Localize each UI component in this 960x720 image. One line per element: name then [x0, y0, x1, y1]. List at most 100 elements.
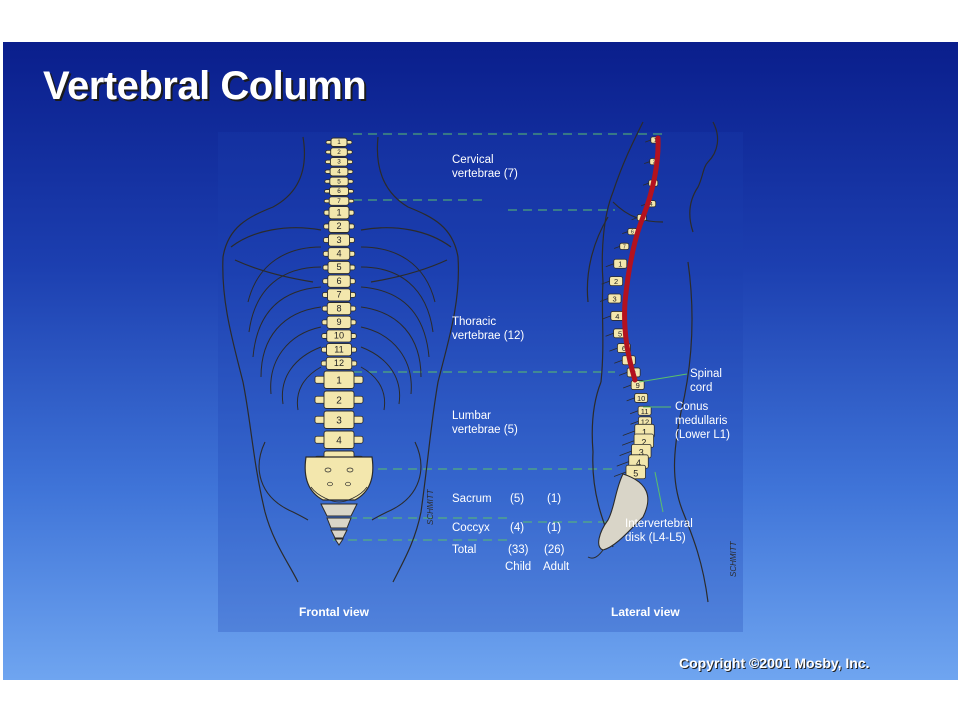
frontal-vertebra-number: 1 — [336, 376, 342, 387]
frontal-vertebra-number: 5 — [337, 178, 341, 185]
sacrum-lateral — [587, 473, 649, 559]
frontal-vertebra-number: 10 — [334, 331, 344, 341]
frontal-vertebra-number: 2 — [336, 221, 341, 231]
disk-line2: disk (L4-L5) — [625, 532, 686, 544]
total-row: Total — [452, 543, 476, 557]
frontal-vertebra-number: 4 — [337, 169, 341, 176]
frontal-vertebra-number: 1 — [337, 139, 341, 146]
sacrum-child-count: (5) — [510, 493, 525, 505]
lumbar-count: (5) — [503, 424, 518, 436]
lateral-vertebra-number: 4 — [636, 458, 641, 468]
lateral-vertebra-number: 10 — [637, 394, 645, 403]
spinal-cord-label: Spinal cord — [690, 367, 722, 395]
frontal-lumbar-vertebra-2: 2 — [314, 390, 364, 409]
lateral-vertebra-number: 2 — [641, 437, 646, 447]
lateral-cervical-vertebra-7: 7 — [614, 242, 630, 250]
cervical-count: (7) — [503, 168, 518, 180]
lateral-vertebra-number: 7 — [623, 244, 626, 250]
lateral-vertebra-number: 3 — [639, 448, 644, 458]
frontal-torso-outline — [222, 136, 460, 583]
total-child-count: (33) — [508, 544, 529, 556]
frontal-vertebra-number: 7 — [336, 290, 341, 300]
coccyx-adult-count: (1) — [547, 522, 562, 534]
frontal-vertebra-number: 3 — [337, 159, 341, 166]
frontal-lumbar-vertebra-1: 1 — [314, 370, 364, 389]
conus-medullaris-label: Conus medullaris (Lower L1) — [675, 400, 730, 442]
frontal-vertebra-number: 3 — [336, 416, 342, 427]
frontal-pelvis-outline — [258, 441, 422, 521]
lateral-vertebra-number: 3 — [612, 295, 616, 304]
lateral-vertebra-number: 1 — [654, 138, 657, 144]
lateral-vertebra-number: 6 — [622, 344, 626, 353]
lateral-thoracic-vertebra-3: 3 — [599, 293, 622, 304]
frontal-thoracic-vertebra-12: 12 — [320, 356, 358, 370]
frontal-cervical-vertebra-4: 4 — [324, 166, 354, 177]
spinal-cord-line1: Spinal — [690, 368, 722, 380]
lateral-vertebra-number: 5 — [618, 329, 622, 338]
frontal-thoracic-vertebra-10: 10 — [321, 329, 357, 343]
intervertebral-disk-label: Intervertebral disk (L4-L5) — [625, 517, 693, 545]
child-column-header: Child — [505, 561, 532, 573]
disk-line1: Intervertebral — [625, 518, 693, 530]
cervical-line1: Cervical — [452, 154, 494, 166]
total-adult-count: (26) — [544, 544, 565, 556]
spinal-cord — [622, 135, 661, 383]
lateral-vertebra-number: 4 — [615, 312, 619, 321]
lateral-view-caption: Lateral view — [611, 605, 680, 619]
coccyx-child-count: (4) — [510, 522, 525, 534]
frontal-vertebra-number: 4 — [336, 248, 341, 258]
frontal-thoracic-vertebra-3: 3 — [323, 233, 355, 247]
frontal-cervical-vertebra-5: 5 — [324, 176, 354, 187]
lateral-thoracic-vertebra-1: 1 — [605, 258, 628, 269]
lateral-thoracic-vertebra-10: 10 — [626, 393, 649, 403]
coccyx-row: Coccyx — [452, 521, 490, 535]
lateral-thoracic-vertebra-11: 11 — [629, 405, 652, 416]
lateral-vertebra-number: 12 — [641, 417, 649, 426]
frontal-cervical-vertebra-6: 6 — [324, 186, 354, 196]
artist-signature-lateral: SCHMITT — [729, 540, 738, 577]
frontal-vertebra-number: 2 — [337, 149, 341, 156]
frontal-vertebra-number: 1 — [336, 207, 341, 217]
frontal-vertebra-number: 4 — [336, 436, 342, 447]
sacrum-row: Sacrum — [452, 492, 492, 506]
coccyx-frontal — [320, 503, 358, 546]
frontal-vertebra-number: 8 — [336, 303, 341, 313]
thoracic-count: (12) — [503, 330, 525, 342]
frontal-vertebra-number: 6 — [337, 188, 341, 195]
sacrum-frontal — [304, 456, 374, 503]
frontal-thoracic-vertebra-8: 8 — [321, 302, 357, 316]
spinal-cord-line2: cord — [690, 382, 713, 394]
lateral-vertebra-number: 1 — [642, 428, 647, 438]
lateral-body-outline — [586, 121, 719, 603]
lateral-vertebra-number: 11 — [641, 407, 649, 416]
frontal-thoracic-vertebra-7: 7 — [322, 288, 356, 302]
annotation-leaders — [638, 373, 688, 513]
illustration-panel — [218, 132, 743, 632]
frontal-vertebra-number: 6 — [336, 276, 341, 286]
lateral-vertebra-number: 6 — [631, 230, 634, 236]
lateral-vertebra-number: 2 — [653, 160, 656, 166]
frontal-cervical-vertebra-2: 2 — [325, 147, 353, 157]
copyright-notice: Copyright ©2001 Mosby, Inc. — [679, 655, 870, 671]
frontal-vertebra-number: 11 — [334, 344, 343, 354]
lateral-thoracic-vertebra-12: 12 — [630, 416, 652, 426]
lateral-lumbar-vertebra-5: 5 — [613, 464, 646, 480]
thoracic-label: Thoracic vertebrae (12) — [452, 315, 524, 343]
frontal-vertebra-number: 12 — [334, 358, 344, 368]
slide: Vertebral Column — [3, 42, 958, 680]
lumbar-line1: Lumbar — [452, 410, 491, 422]
sacrum-adult-count: (1) — [547, 493, 562, 505]
frontal-cervical-vertebra-3: 3 — [324, 157, 353, 167]
cervical-line2: vertebrae — [452, 168, 501, 180]
frontal-thoracic-vertebra-9: 9 — [321, 315, 357, 329]
frontal-vertebra-number: 5 — [336, 262, 341, 272]
frontal-lumbar-vertebra-3: 3 — [314, 410, 364, 429]
frontal-lumbar-vertebra-4: 4 — [314, 430, 364, 449]
lumbar-label: Lumbar vertebrae (5) — [452, 409, 518, 437]
cervical-label: Cervical vertebrae (7) — [452, 153, 518, 181]
frontal-vertebra-number: 7 — [337, 198, 341, 205]
slide-title: Vertebral Column — [43, 64, 367, 108]
frontal-cervical-vertebra-1: 1 — [325, 137, 353, 147]
